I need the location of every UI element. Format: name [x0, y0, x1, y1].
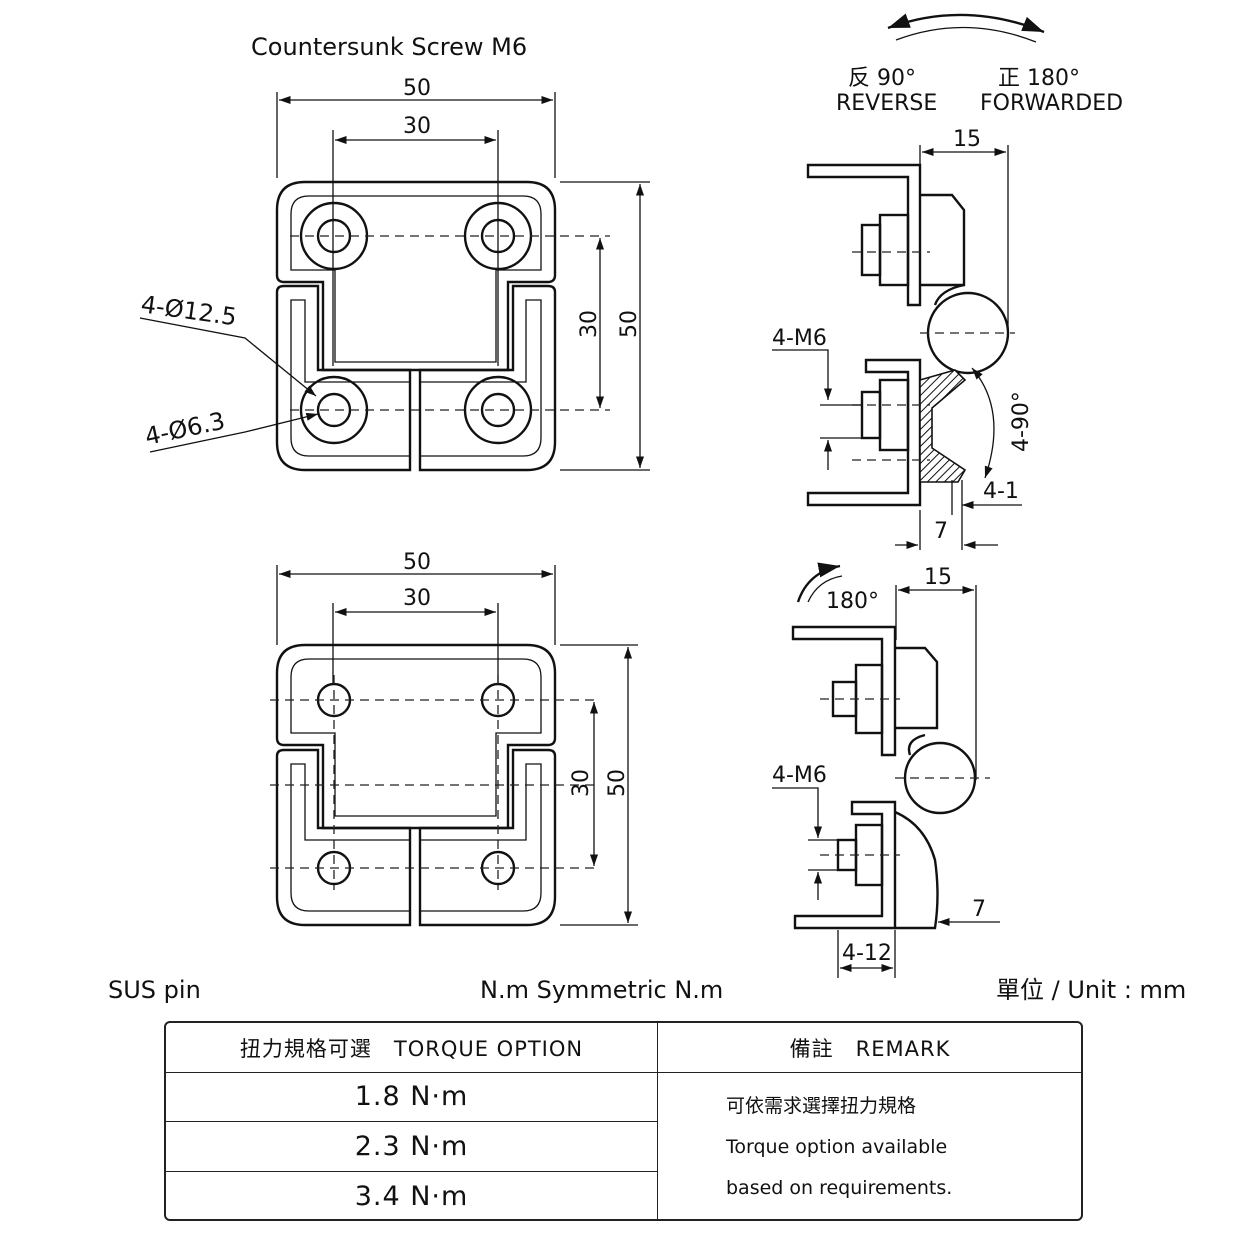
torque-option-header: 扭力規格可選 TORQUE OPTION	[239, 1036, 584, 1061]
unit-note: 單位 / Unit : mm	[996, 976, 1186, 1004]
hole-large-label: 4-Ø12.5	[139, 290, 238, 331]
rotation-label: 180°	[826, 589, 879, 614]
top-height-inner-label: 30	[577, 310, 602, 338]
top-width-outer-label: 50	[403, 76, 431, 101]
chamfer-label: 4-1	[983, 479, 1019, 504]
remark-text: 可依需求選擇扭力規格 Torque option available based…	[726, 1085, 1056, 1209]
reverse-en-label: REVERSE	[836, 91, 937, 116]
top-front-view: Countersunk Screw M6 50 30	[139, 33, 650, 472]
remark-header: 備註 REMARK	[789, 1036, 951, 1061]
remark-line-2: Torque option available	[726, 1135, 948, 1158]
top-side-view: 反 90° REVERSE 正 180° FORWARDED 15 4-M6	[772, 13, 1123, 550]
bottom-height-inner-label: 30	[569, 769, 594, 797]
side-bottom-depth-label: 15	[924, 565, 952, 590]
torque-row-3: 3.4 N·m	[354, 1180, 469, 1212]
torque-table: 扭力規格可選 TORQUE OPTION 備註 REMARK 1.8 N·m 2…	[164, 1021, 1083, 1221]
angle-label: 4-90°	[1009, 391, 1034, 452]
side-top-offset-label: 7	[934, 519, 948, 544]
side-bottom-length-label: 4-12	[842, 941, 892, 966]
bottom-height-outer-label: 50	[605, 769, 630, 797]
remark-line-3: based on requirements.	[726, 1176, 953, 1199]
bottom-width-inner-label: 30	[403, 586, 431, 611]
forward-en-label: FORWARDED	[980, 91, 1123, 116]
bottom-front-view: 50 30 50 30	[270, 550, 638, 927]
thread-top-label: 4-M6	[772, 326, 827, 351]
side-top-depth-label: 15	[953, 127, 981, 152]
top-height-outer-label: 50	[617, 310, 642, 338]
bottom-side-view: 180° 15 4-M6 7 4-12	[772, 562, 1000, 978]
bottom-width-outer-label: 50	[403, 550, 431, 575]
material-note: SUS pin	[108, 976, 201, 1004]
remark-line-1: 可依需求選擇扭力規格	[726, 1094, 917, 1117]
torque-row-2: 2.3 N·m	[354, 1130, 469, 1162]
side-bottom-offset-label: 7	[972, 897, 986, 922]
top-width-inner-label: 30	[403, 114, 431, 139]
forward-cn-label: 正 180°	[998, 66, 1080, 91]
reverse-cn-label: 反 90°	[848, 66, 916, 91]
thread-bottom-label: 4-M6	[772, 763, 827, 788]
torque-note: N.m Symmetric N.m	[480, 976, 723, 1004]
torque-row-1: 1.8 N·m	[354, 1081, 469, 1112]
screw-note: Countersunk Screw M6	[251, 33, 527, 61]
